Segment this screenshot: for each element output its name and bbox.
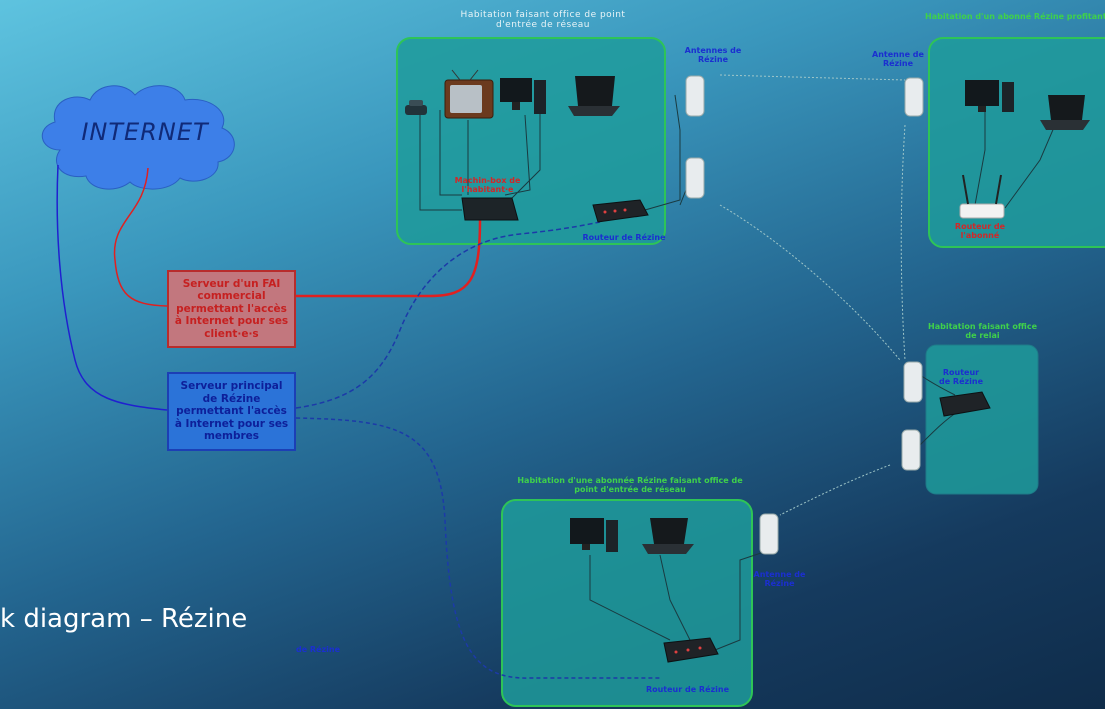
router-bottom-label: Routeur de Rézine: [645, 685, 730, 694]
wifi-link-top-right: [719, 74, 906, 81]
antenna-relay-1-icon: [903, 361, 923, 403]
wifi-link-right-relay: [900, 124, 906, 361]
link-rezine-router-top: [295, 221, 601, 409]
antenna-right-label: Antenne de Rézine: [872, 50, 924, 69]
zone-wifi-subscriber: [928, 37, 1105, 248]
router-relay-label: Routeur de Rézine: [938, 368, 984, 387]
zone-wifi-subscriber-title: Habitation d'un abonné Rézine profitant …: [925, 12, 1105, 21]
internet-cloud-label: INTERNET: [81, 118, 209, 146]
router-top-label: Routeur de Rézine: [582, 233, 666, 242]
router-relay-icon: [939, 391, 991, 417]
desktop-computer-right-icon: [965, 80, 1014, 112]
link-internet-rezine: [56, 164, 168, 411]
desktop-computer-bottom-icon: [570, 518, 618, 552]
cabling-bottom-house: [589, 549, 771, 651]
wifi-router-icon: [959, 174, 1005, 219]
antenna-relay-2-icon: [901, 429, 921, 471]
rezine-server-box: Serveur principal de Rézine permettant l…: [167, 372, 296, 451]
zone-relay: [925, 344, 1039, 495]
laptop-bottom-icon: [642, 518, 694, 554]
antenna-bottom-label: Antenne de Rézine: [753, 570, 806, 589]
antenna-right-icon: [904, 77, 924, 117]
footer-overlap-label: de Rézine: [295, 645, 341, 654]
link-internet-fai: [113, 167, 168, 307]
wifi-link-top-relay: [719, 204, 901, 361]
box-icon: [461, 197, 519, 221]
antenna-top-2-icon: [685, 157, 705, 199]
slide-title: k diagram – Rézine: [0, 604, 248, 634]
laptop-right-icon: [1040, 95, 1090, 130]
zone-entry-top-title: Habitation faisant office de point d'ent…: [460, 10, 626, 31]
fai-server-box: Serveur d'un FAI commercial permettant l…: [167, 270, 296, 348]
zone-relay-title: Habitation faisant office de relai: [928, 322, 1037, 341]
antennas-top-label: Antennes de Rézine: [684, 46, 742, 65]
phone-icon: [405, 100, 427, 115]
cabling-right-house: [974, 110, 1056, 209]
zone-entry-bottom: [501, 499, 753, 707]
router-bottom-icon: [663, 637, 719, 663]
box-label: Machin-box de l'habitant·e: [454, 176, 521, 195]
zone-entry-bottom-title: Habitation d'une abonnée Rézine faisant …: [517, 476, 743, 495]
router-top-icon: [592, 199, 649, 223]
laptop-icon: [568, 76, 620, 116]
cabling-top-house: [419, 94, 691, 211]
antenna-bottom-icon: [759, 513, 779, 555]
link-fai-box: [296, 219, 482, 298]
desktop-computer-icon: [500, 78, 546, 114]
tv-icon: [444, 69, 494, 119]
wifi-link-relay-bottom: [779, 464, 891, 516]
link-rezine-router-bottom: [295, 417, 660, 679]
router-subscriber-label: Routeur de l'abonné: [954, 222, 1006, 241]
antenna-top-1-icon: [685, 75, 705, 117]
internet-cloud: [42, 85, 235, 190]
